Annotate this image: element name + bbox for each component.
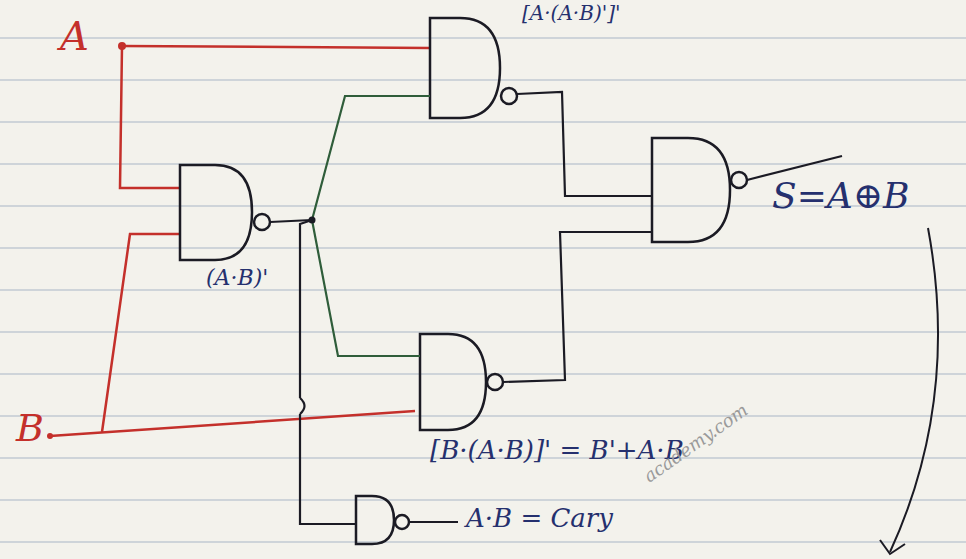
output-label: S=A⊕B	[772, 176, 909, 216]
expression-note: [A·(A·B)']'	[522, 2, 621, 24]
input-label: B	[16, 408, 44, 450]
expression-note: [B·(A·B)]' = B'+A·B	[430, 436, 684, 465]
ruled-lines	[0, 38, 966, 542]
pointer-arrow	[890, 228, 938, 552]
nand-inputs-wires	[312, 96, 430, 356]
output-label: A·B = Cary	[466, 504, 613, 533]
input-wires	[50, 46, 430, 436]
signal-label: (A·B)'	[206, 266, 268, 290]
input-node	[47, 433, 53, 439]
input-label: A	[60, 14, 89, 58]
arrow-head	[880, 540, 905, 554]
internal-wires	[270, 92, 842, 524]
input-node	[118, 42, 126, 50]
junction-dot	[309, 217, 316, 224]
